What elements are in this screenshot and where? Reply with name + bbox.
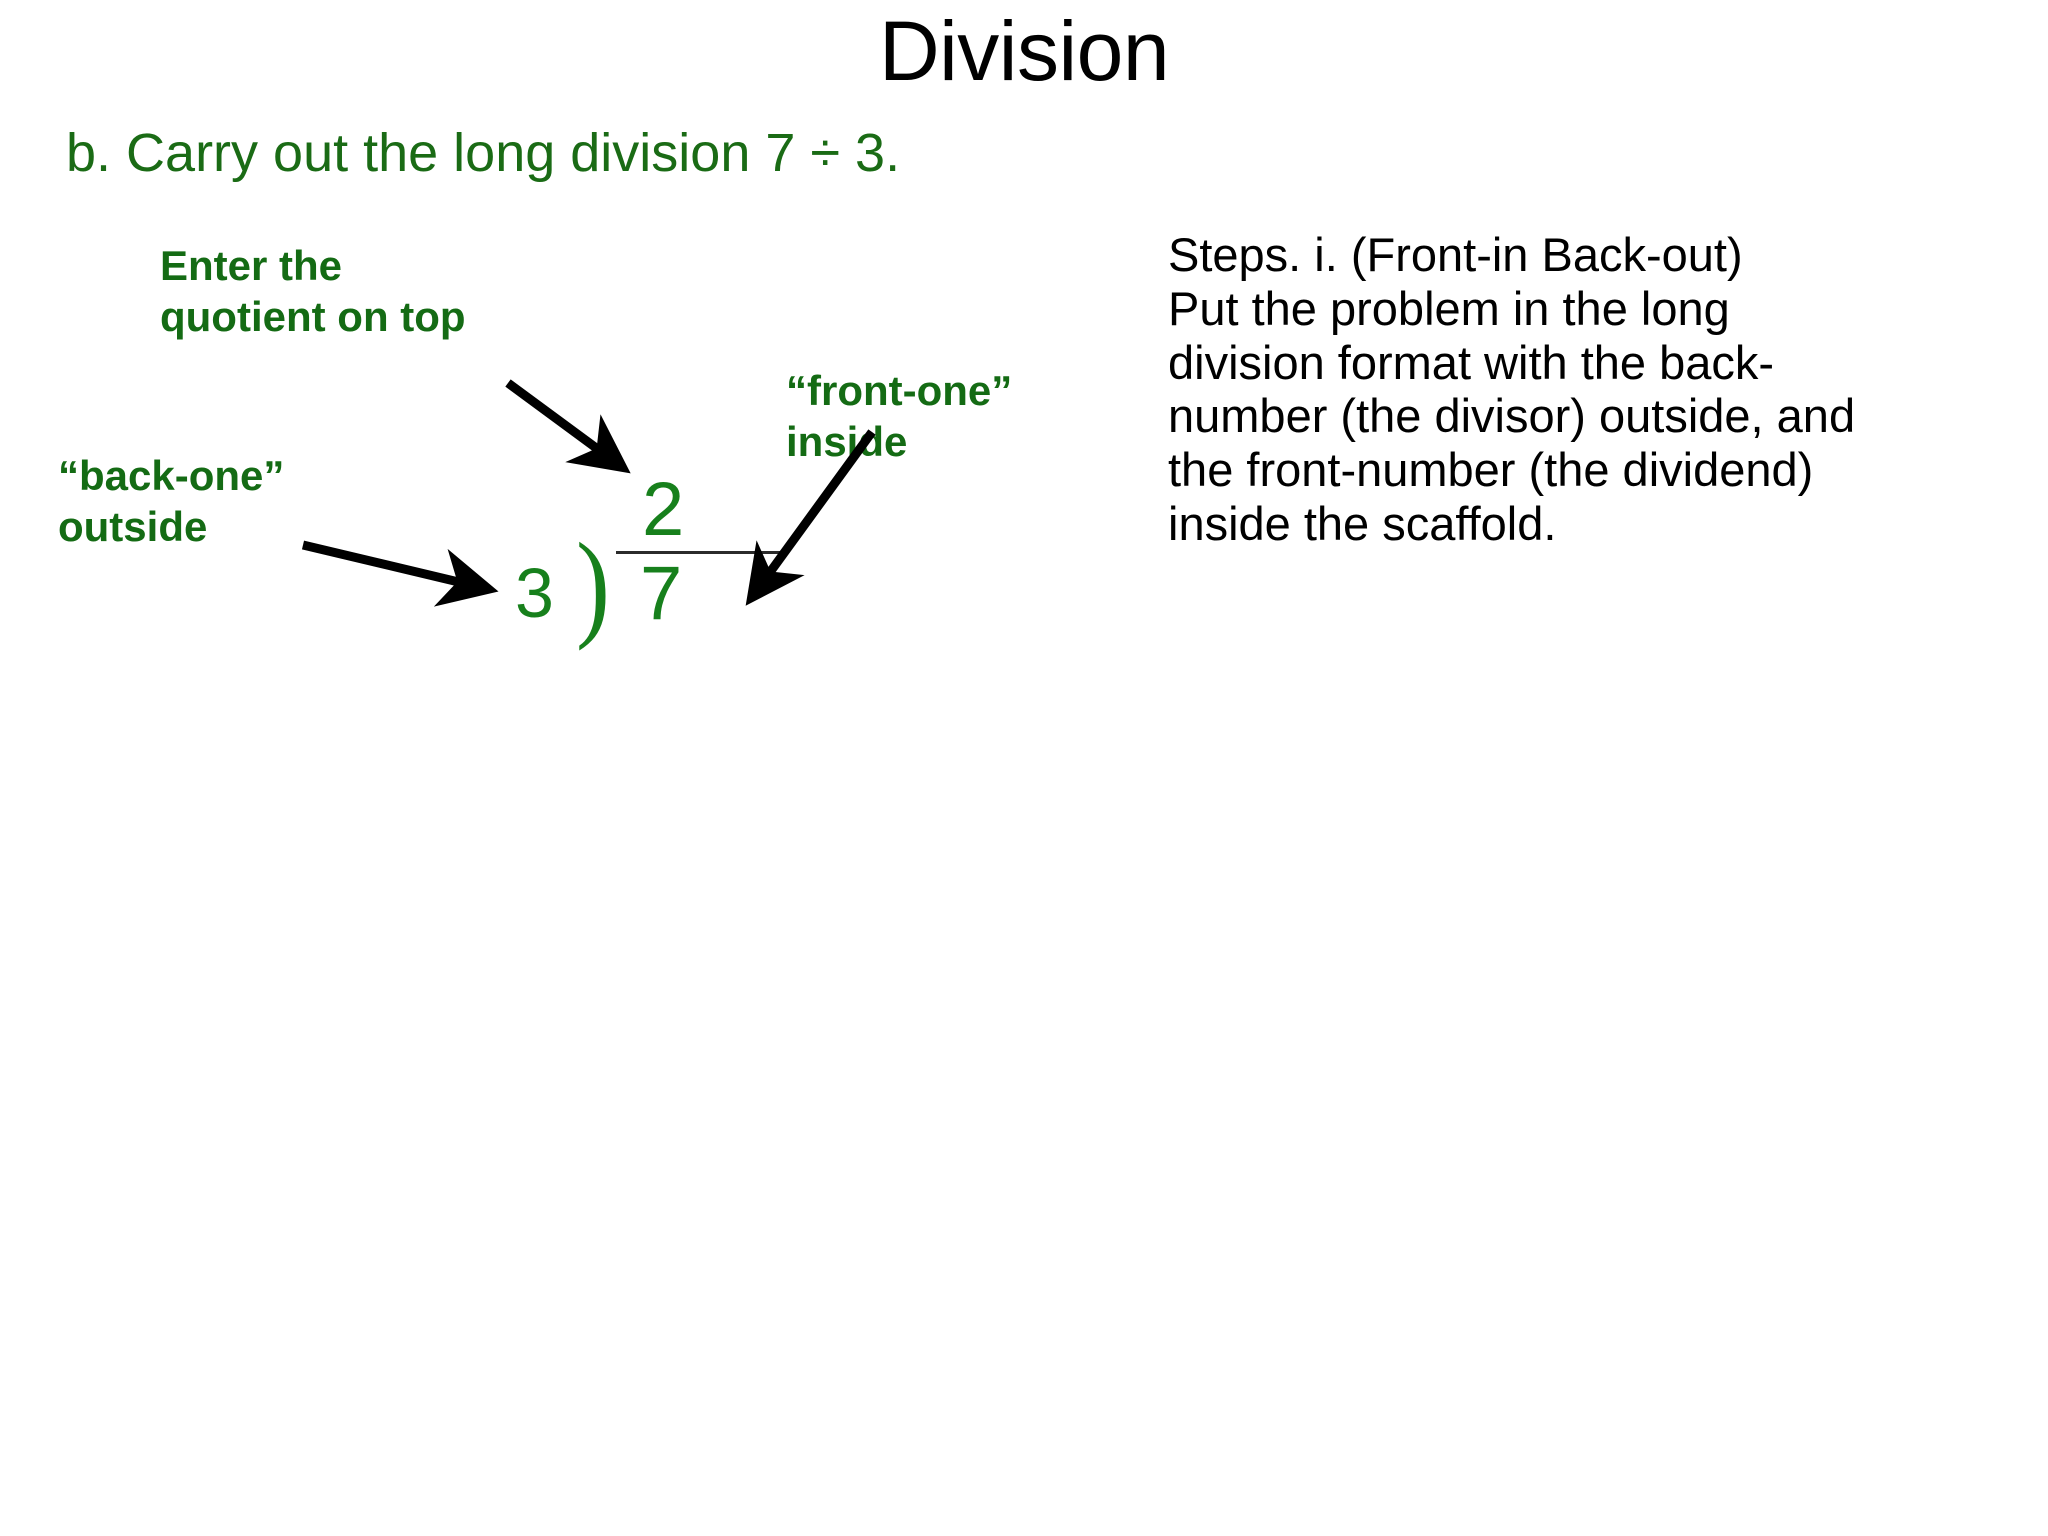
division-bracket-icon: ) xyxy=(575,518,610,651)
page-title: Division xyxy=(878,4,1170,98)
arrow-backone-to-three xyxy=(301,540,499,607)
arrow-quotient-to-two xyxy=(505,379,631,474)
division-vinculum-line xyxy=(616,551,782,554)
annotation-enter-quotient-on-top: Enter the quotient on top xyxy=(160,242,466,341)
dividend-digit: 7 xyxy=(640,551,683,636)
annotation-back-one-outside: “back-one” outside xyxy=(58,452,285,551)
long-division-scaffold: 2 3 ) 7 xyxy=(500,470,800,650)
annotation-front-one-inside: “front-one” inside xyxy=(786,367,1013,466)
problem-prompt: b. Carry out the long division 7 ÷ 3. xyxy=(66,123,901,183)
divisor-digit: 3 xyxy=(515,554,554,632)
steps-description: Steps. i. (Front-in Back-out) Put the pr… xyxy=(1168,228,1856,551)
quotient-digit: 2 xyxy=(642,467,685,552)
